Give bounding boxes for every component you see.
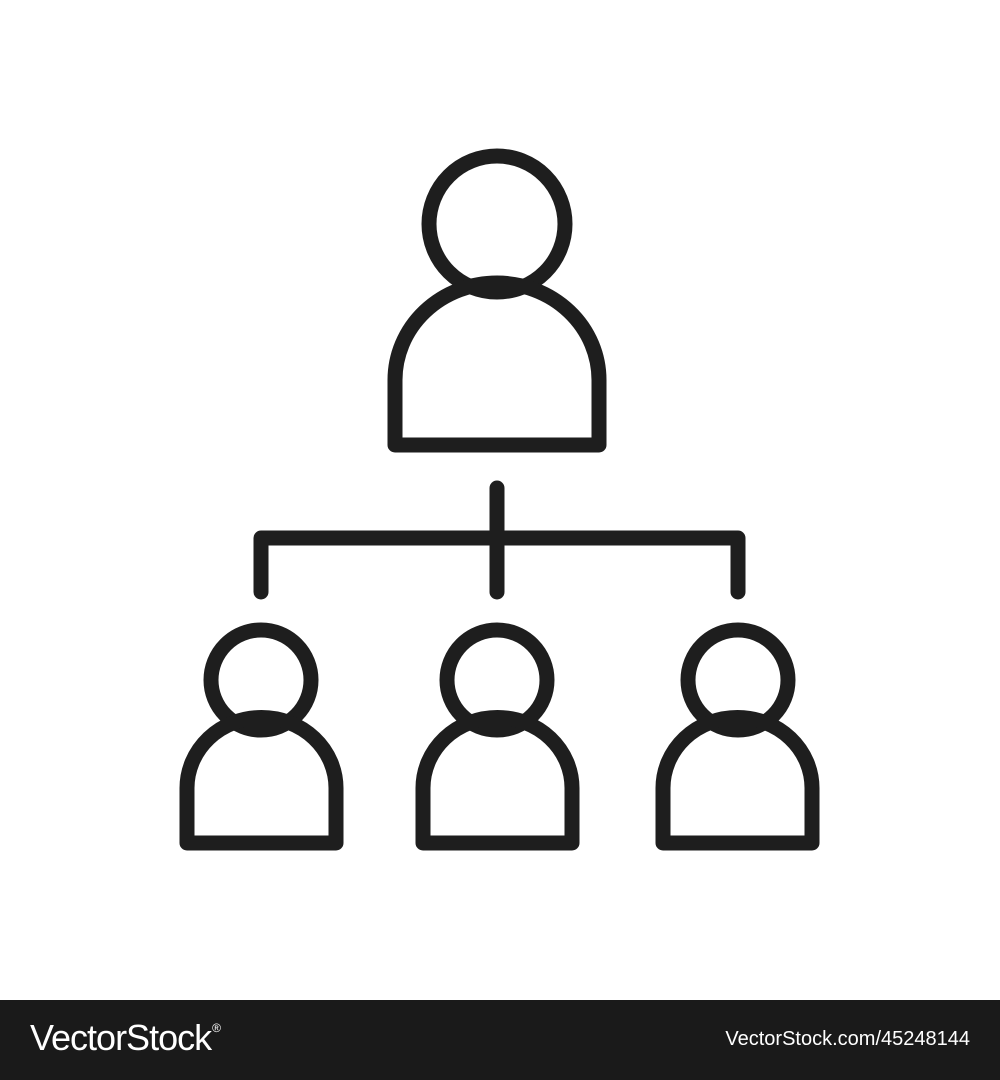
- person-body: [655, 710, 820, 851]
- brand-name: VectorStock: [30, 1017, 212, 1058]
- vectorstock-logo: VectorStock®: [30, 1017, 221, 1059]
- person-icon: [415, 622, 580, 851]
- organization-hierarchy-icon: [179, 148, 820, 851]
- person-icon: [387, 148, 607, 453]
- person-body: [415, 710, 580, 851]
- person-head: [421, 148, 573, 300]
- person-head: [680, 622, 796, 738]
- image-credit: VectorStock.com/45248144: [725, 1028, 970, 1050]
- person-head: [203, 622, 319, 738]
- person-body: [179, 710, 344, 851]
- hierarchy-connector: [253, 480, 746, 600]
- registered-mark: ®: [212, 1021, 221, 1035]
- person-head: [439, 622, 555, 738]
- person-icon: [179, 622, 344, 851]
- illustration-area: [179, 148, 820, 851]
- person-icon: [655, 622, 820, 851]
- connector-branch: [253, 530, 746, 600]
- person-body: [387, 275, 607, 453]
- watermark-footer: VectorStock® VectorStock.com/45248144: [0, 1000, 1000, 1080]
